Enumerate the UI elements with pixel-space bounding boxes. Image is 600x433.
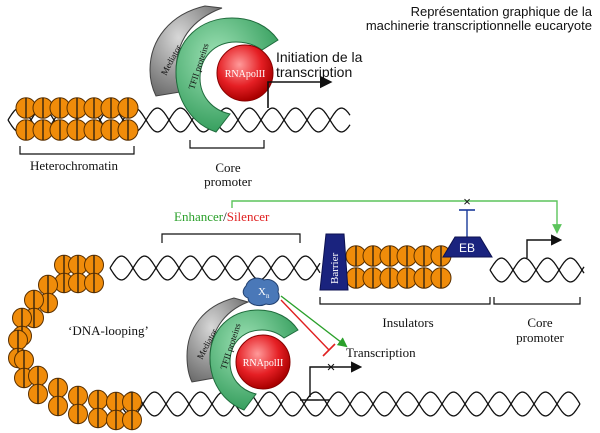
core-promoter-bracket-top xyxy=(189,140,265,149)
insulators-label: Insulators xyxy=(382,315,433,330)
barrier-label: Barrier xyxy=(329,253,341,284)
initiation-arrow xyxy=(267,75,333,108)
dna-strand xyxy=(109,255,321,281)
enhancer-text: Enhancer xyxy=(174,209,224,224)
rna-polymerase-top: RNApolII xyxy=(216,44,274,102)
dna-strand xyxy=(489,257,585,283)
eb-insulator: EB xyxy=(442,236,493,258)
heterochromatin-bracket xyxy=(19,146,135,155)
barrier-insulator: Barrier xyxy=(319,233,349,291)
initiation-label-line-1: Initiation de la xyxy=(276,49,363,65)
initiation-label-line-2: transcription xyxy=(276,64,352,80)
rnapol-label-top: RNApolII xyxy=(225,69,266,80)
repression-bar xyxy=(322,343,336,357)
dna-strand xyxy=(109,255,321,281)
activation-arrow xyxy=(280,295,348,348)
transcription-label: Transcription xyxy=(346,345,416,360)
core-promoter-label-top-2: promoter xyxy=(204,174,252,189)
xn-factor: Xn xyxy=(242,277,280,307)
blocked-transcription-cross: × xyxy=(327,359,336,376)
insulators-bracket xyxy=(319,297,491,305)
eb-block-cross: × xyxy=(463,194,471,209)
caption-line-1: Représentation graphique de la xyxy=(411,4,593,19)
heterochromatin-label: Heterochromatin xyxy=(30,158,119,173)
rna-polymerase-bottom: RNApolII xyxy=(235,334,291,390)
xn-label: Xn xyxy=(258,286,270,300)
bottom-initiation-arrow xyxy=(309,361,363,397)
silencer-text: Silencer xyxy=(227,209,270,224)
dna-looping-label: ‘DNA-looping’ xyxy=(68,323,149,338)
insulator-nucleosomes xyxy=(345,245,452,289)
core-promoter-bracket-bottom xyxy=(493,297,581,305)
core-promoter-label-top-1: Core xyxy=(215,160,241,175)
caption-line-2: machinerie transcriptionnelle eucaryote xyxy=(366,18,592,33)
dna-helix-bottom-lower xyxy=(300,257,585,401)
looping-nucleosomes xyxy=(8,254,142,431)
repression-line xyxy=(280,299,330,351)
enhancer-silencer-label: Enhancer/Silencer xyxy=(174,209,270,224)
core-promoter-label-bottom-2: promoter xyxy=(516,330,564,345)
dna-strand xyxy=(489,257,585,283)
heterochromatin-nucleosomes xyxy=(15,97,139,141)
rnapol-label-bottom: RNApolII xyxy=(243,358,284,369)
xn-text: X xyxy=(258,286,266,298)
xn-subscript: n xyxy=(266,292,270,300)
dna-strand xyxy=(119,391,581,417)
bottom-promoter-arrow xyxy=(526,234,563,258)
enhancer-long-range-line xyxy=(231,200,562,234)
core-promoter-label-bottom-1: Core xyxy=(527,315,553,330)
eb-label: EB xyxy=(459,241,475,255)
enhancer-bracket xyxy=(161,233,301,243)
slash-text: / xyxy=(223,209,227,224)
dna-helix-bottom-upper xyxy=(109,255,581,417)
